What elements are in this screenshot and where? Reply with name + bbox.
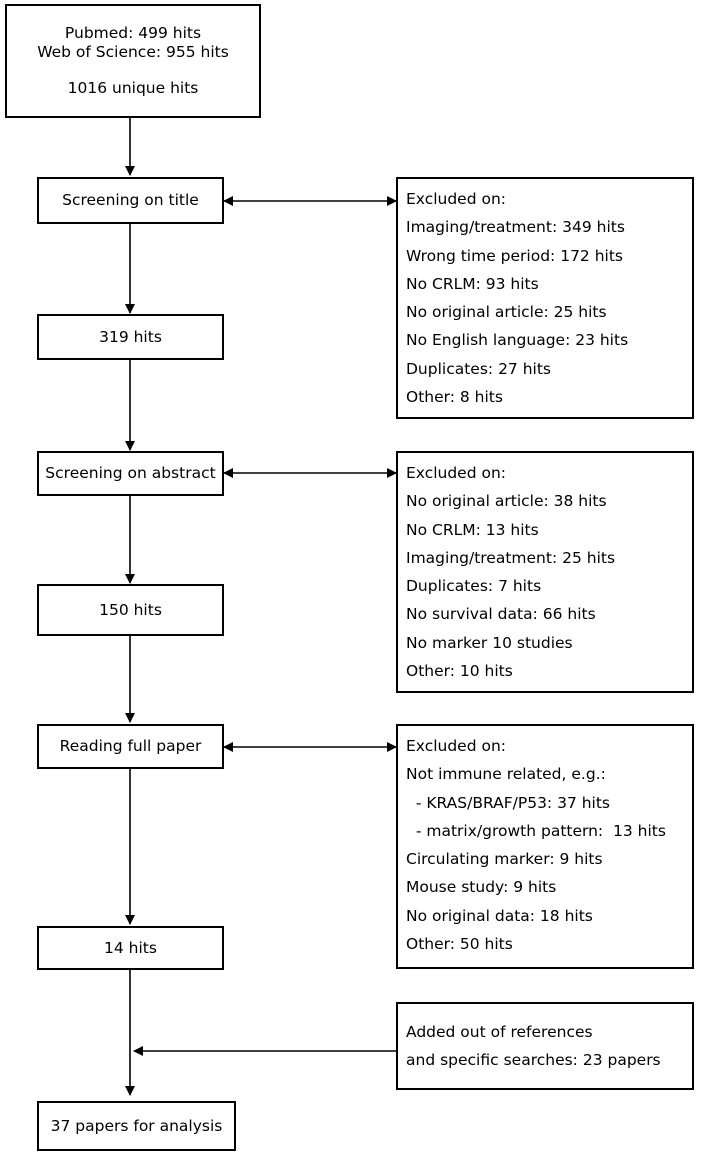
final-papers-label: 37 papers for analysis [50,1116,223,1135]
list-item: No original article: 25 hits [406,303,607,322]
excluded-abstract-box: Excluded on: No original article: 38 hit… [396,451,694,693]
excluded-abstract-heading: Excluded on: [406,464,507,482]
list-item: Wrong time period: 172 hits [406,246,623,265]
excluded-full-heading: Excluded on: [406,737,507,755]
list-item: No survival data: 66 hits [406,605,596,624]
list-item: Duplicates: 7 hits [406,577,542,596]
list-item: No original data: 18 hits [406,906,593,925]
list-item: No original article: 38 hits [406,492,607,511]
screening-title-box: Screening on title [37,177,224,224]
list-item: No CRLM: 13 hits [406,520,539,539]
reading-full-label: Reading full paper [59,737,202,756]
pubmed-hits: Pubmed: 499 hits [64,24,202,43]
reading-full-box: Reading full paper [37,724,224,769]
list-item: - KRAS/BRAF/P53: 37 hits [406,793,611,812]
list-item: Other: 50 hits [406,935,513,954]
list-item: Circulating marker: 9 hits [406,850,603,869]
list-item: No English language: 23 hits [406,331,629,350]
hits-14-label: 14 hits [104,938,157,957]
list-item: - matrix/growth pattern: 13 hits [406,821,666,840]
hits-319-label: 319 hits [99,327,162,346]
list-item: Duplicates: 27 hits [406,359,552,378]
excluded-title-box: Excluded on: Imaging/treatment: 349 hits… [396,177,694,419]
list-item: No CRLM: 93 hits [406,274,539,293]
excluded-title-heading: Excluded on: [406,190,507,208]
hits-150-label: 150 hits [99,600,162,619]
screening-abstract-box: Screening on abstract [37,451,224,496]
list-item: Imaging/treatment: 349 hits [406,218,625,237]
list-item: Imaging/treatment: 25 hits [406,548,616,567]
wos-hits: Web of Science: 955 hits [37,42,229,61]
hits-150-box: 150 hits [37,584,224,636]
added-line-2: and specific searches: 23 papers [406,1051,661,1070]
list-item: No marker 10 studies [406,633,573,652]
list-item: Other: 10 hits [406,662,513,681]
hits-319-box: 319 hits [37,314,224,360]
screening-title-label: Screening on title [62,191,199,210]
unique-hits: 1016 unique hits [67,79,199,98]
excluded-full-paper-box: Excluded on: Not immune related, e.g.: -… [396,724,694,969]
search-results-box: Pubmed: 499 hits Web of Science: 955 hit… [5,4,261,118]
list-item: Not immune related, e.g.: [406,765,606,784]
added-papers-box: Added out of references and specific sea… [396,1002,694,1090]
screening-abstract-label: Screening on abstract [45,464,216,483]
added-line-1: Added out of references [406,1023,593,1041]
hits-14-box: 14 hits [37,926,224,970]
list-item: Mouse study: 9 hits [406,878,557,897]
list-item: Other: 8 hits [406,388,503,407]
final-papers-box: 37 papers for analysis [37,1101,236,1151]
